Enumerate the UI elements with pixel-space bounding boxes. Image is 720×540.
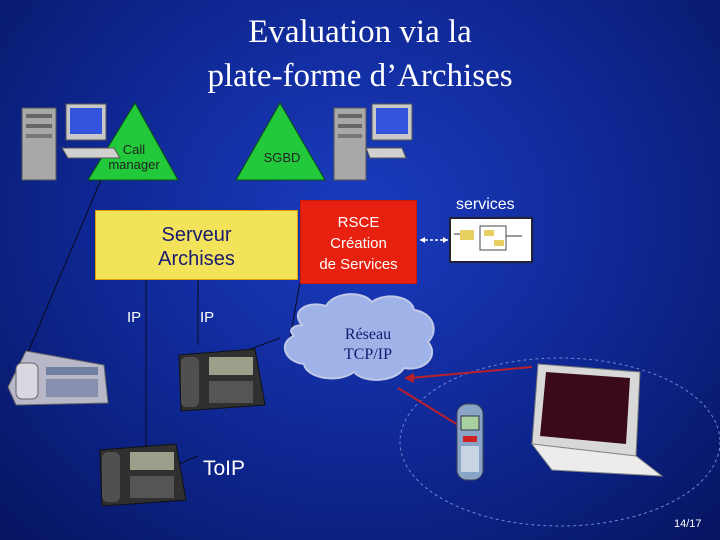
serveur-line-2: Archises [158, 248, 235, 270]
server-computer-icon [333, 103, 413, 181]
ip-label-left: IP [127, 309, 142, 326]
rsce-line-2: Création [330, 235, 387, 252]
mobile-phone-icon [456, 403, 484, 481]
ip-phone-icon [178, 348, 266, 412]
call-manager-line-1: Call [122, 142, 146, 157]
page-number: 14/17 [674, 518, 702, 530]
laptop-link [409, 366, 533, 379]
call-manager-label: Call manager [92, 142, 176, 172]
rsce-line-1: RSCE [337, 214, 380, 231]
serveur-line-1: Serveur [161, 224, 232, 246]
server-computer-icon [21, 103, 121, 181]
network-cloud [283, 293, 435, 381]
desk-phone-icon [7, 350, 109, 406]
services-diagram-icon [449, 217, 533, 263]
serveur-archises-box: Serveur Archises [95, 210, 298, 280]
slide-title: Evaluation via la plate-forme d’Archises [0, 10, 720, 98]
toip-label: ToIP [203, 457, 246, 480]
rsce-box: RSCE Création de Services [300, 200, 417, 284]
sgbd-triangle [235, 102, 326, 181]
title-line-1: Evaluation via la [248, 14, 472, 50]
sgbd-label: SGBD [263, 150, 301, 165]
reseau-label: Réseau TCP/IP [318, 325, 418, 365]
services-label: services [456, 196, 515, 213]
ip-label-right: IP [200, 309, 215, 326]
reseau-line-2: TCP/IP [343, 346, 392, 363]
reseau-line-1: Réseau [344, 326, 392, 343]
laptop-icon [530, 363, 664, 477]
title-line-2: plate-forme d’Archises [207, 58, 513, 94]
rsce-line-3: de Services [319, 256, 398, 273]
mobile-zone-ellipse [399, 357, 720, 527]
mobile-link [397, 387, 459, 426]
call-manager-triangle [87, 102, 179, 181]
ip-phone-icon [99, 443, 187, 507]
callmanager-to-phone-line [27, 174, 104, 353]
call-manager-line-2: manager [108, 157, 160, 172]
